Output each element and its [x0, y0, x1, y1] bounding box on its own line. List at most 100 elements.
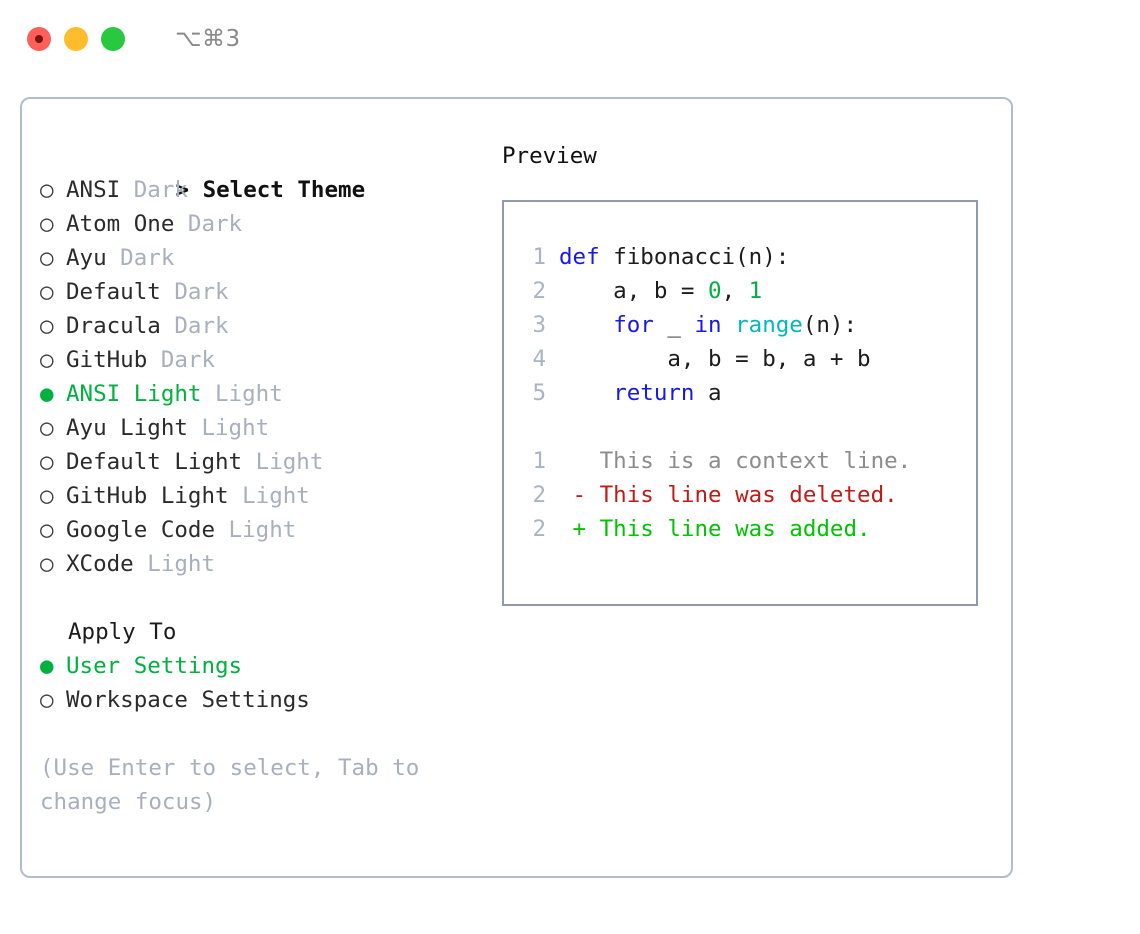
theme-list-header: > Select Theme — [40, 139, 480, 203]
traffic-lights — [27, 27, 125, 51]
radio-unselected-icon: ○ — [40, 313, 54, 339]
theme-list-item[interactable]: ○Dracula Dark — [40, 309, 480, 343]
code-line: 3 for _ in range(n): — [522, 308, 976, 342]
line-number: 1 — [532, 244, 546, 270]
minimize-button-icon[interactable] — [64, 27, 88, 51]
theme-list-item[interactable]: ○ Ayu Light Light — [40, 411, 480, 445]
theme-list-item[interactable]: ○Default Dark — [40, 275, 480, 309]
theme-name: Ayu — [66, 245, 107, 271]
focus-indicator: > — [175, 177, 203, 203]
diff-line: 1 This is a context line. — [522, 444, 976, 478]
theme-list-item[interactable]: ●ANSI Light Light — [40, 377, 480, 411]
apply-to-list: ● User Settings ○ Workspace Settings — [40, 649, 480, 717]
apply-to-option[interactable]: ○ Workspace Settings — [40, 683, 480, 717]
theme-list-header-label: Select Theme — [202, 177, 366, 203]
code-token — [559, 312, 613, 338]
radio-selected-icon: ● — [40, 381, 54, 407]
diff-line: 2 + This line was added. — [522, 512, 976, 546]
code-token: , — [721, 278, 749, 304]
theme-list-item[interactable]: ○ GitHub Dark — [40, 343, 480, 377]
code-line: 4 a, b = b, a + b — [522, 342, 976, 376]
code-token: return — [613, 380, 695, 406]
code-token — [559, 380, 613, 406]
theme-name: ANSI — [66, 177, 121, 203]
diff-gap — [522, 410, 976, 444]
theme-name: GitHub — [66, 347, 148, 373]
theme-name: GitHub Light — [66, 483, 229, 509]
theme-selector-column: > Select Theme ○ANSI Dark○Atom One Dark○… — [40, 139, 480, 819]
theme-name: Google Code — [66, 517, 216, 543]
code-token: for — [613, 312, 654, 338]
radio-unselected-icon: ○ — [40, 551, 54, 577]
apply-to-label: Apply To — [68, 619, 177, 645]
line-number: 5 — [532, 380, 546, 406]
code-token: in — [694, 312, 722, 338]
apply-to-option-label: Workspace Settings — [66, 687, 310, 713]
theme-variant-badge: Light — [242, 449, 324, 475]
code-token: def — [559, 244, 614, 270]
title-bar: ⌥⌘3 — [0, 0, 1140, 78]
radio-unselected-icon: ○ — [40, 415, 54, 441]
theme-name: Default Light — [66, 449, 243, 475]
theme-list-item[interactable]: ○ Atom One Dark — [40, 207, 480, 241]
code-token — [722, 312, 736, 338]
radio-unselected-icon: ○ — [40, 177, 54, 203]
main-panel: > Select Theme ○ANSI Dark○Atom One Dark○… — [20, 97, 1013, 878]
radio-selected-icon: ● — [40, 653, 54, 679]
radio-unselected-icon: ○ — [40, 347, 54, 373]
code-line: 1 def fibonacci(n): — [522, 240, 976, 274]
radio-unselected-icon: ○ — [40, 517, 54, 543]
apply-to-option[interactable]: ● User Settings — [40, 649, 480, 683]
radio-unselected-icon: ○ — [40, 211, 54, 237]
code-token: fibonacci(n): — [613, 244, 790, 270]
diff-text: This is a context line. — [599, 448, 912, 474]
line-number: 2 — [532, 278, 546, 304]
diff-marker — [559, 448, 600, 474]
keyboard-hint-text: (Use Enter to select, Tab to change focu… — [40, 755, 420, 815]
theme-name: Default — [66, 279, 161, 305]
theme-name: Dracula — [66, 313, 161, 339]
diff-text: This line was added. — [599, 516, 871, 542]
radio-unselected-icon: ○ — [40, 279, 54, 305]
theme-list-item[interactable]: ○ Default Light Light — [40, 445, 480, 479]
line-number: 2 — [532, 516, 546, 542]
theme-variant-badge: Light — [133, 551, 216, 577]
code-token: a, b = b, a + b — [559, 346, 871, 372]
theme-list-item[interactable]: ○Google Code Light — [40, 513, 480, 547]
radio-unselected-icon: ○ — [40, 687, 54, 713]
code-token: a, b = — [559, 278, 709, 304]
line-number: 1 — [532, 448, 546, 474]
radio-unselected-icon: ○ — [40, 245, 54, 271]
maximize-button-icon[interactable] — [101, 27, 125, 51]
code-token: a — [694, 380, 722, 406]
code-token: range — [735, 312, 803, 338]
theme-variant-badge: Dark — [120, 177, 188, 203]
theme-variant-badge: Light — [187, 415, 270, 441]
close-button-icon[interactable] — [27, 27, 51, 51]
diff-sample: 1 This is a context line.2 - This line w… — [522, 444, 976, 546]
theme-name: Atom One — [66, 211, 175, 237]
radio-unselected-icon: ○ — [40, 449, 54, 475]
line-number: 2 — [532, 482, 546, 508]
code-line: 2 a, b = 0, 1 — [522, 274, 976, 308]
code-token: 0 — [708, 278, 722, 304]
keyboard-shortcut-label: ⌥⌘3 — [175, 26, 241, 52]
record-dot-icon — [35, 35, 43, 43]
theme-variant-badge: Dark — [174, 211, 243, 237]
apply-to-option-label: User Settings — [66, 653, 243, 679]
code-token: (n): — [802, 312, 858, 338]
theme-list-item[interactable]: ○XCode Light — [40, 547, 480, 581]
theme-variant-badge: Dark — [106, 245, 175, 271]
theme-variant-badge: Dark — [147, 347, 216, 373]
theme-variant-badge: Light — [228, 483, 310, 509]
code-line: 5 return a — [522, 376, 976, 410]
theme-list-item[interactable]: ○GitHub Light Light — [40, 479, 480, 513]
theme-name: Ayu Light — [66, 415, 188, 441]
theme-list-item[interactable]: ○ Ayu Dark — [40, 241, 480, 275]
theme-variant-badge: Light — [201, 381, 283, 407]
diff-text: This line was deleted. — [599, 482, 898, 508]
theme-list-item[interactable]: ○ ANSI Dark — [40, 173, 480, 207]
preview-title: Preview — [502, 143, 597, 169]
